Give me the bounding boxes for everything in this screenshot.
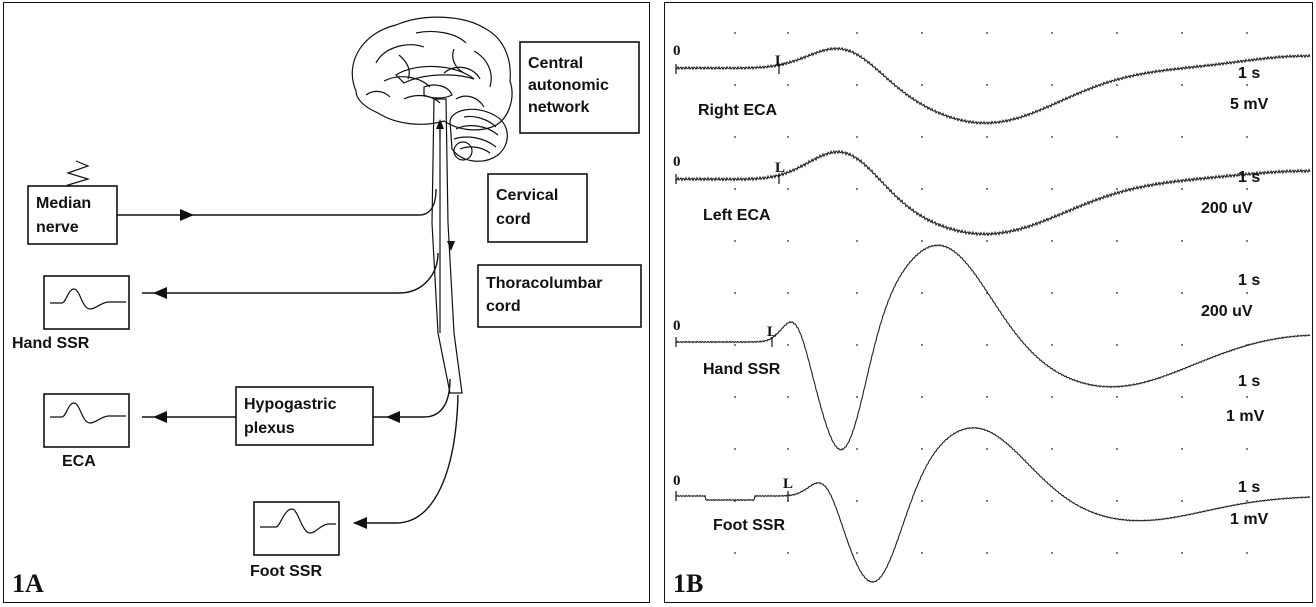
hand-ssr-trace (676, 245, 1310, 450)
cervical-label-line2: cord (496, 211, 531, 228)
recordings-plot: 0 L Right ECA 1 s 5 mV 0 L Left ECA 1 s … (665, 3, 1313, 603)
afferent-pathway (117, 189, 436, 215)
left-eca-gain-scale: 200 uV (1201, 200, 1253, 217)
spinal-cord (432, 99, 462, 393)
central-label-line2: autonomic (528, 77, 609, 94)
foot-ssr-caption: Foot SSR (250, 563, 322, 580)
panel-1a-label: 1A (12, 569, 44, 598)
left-eca-label: Left ECA (703, 207, 771, 224)
stimulus-symbol (68, 161, 88, 189)
hand-ssr-zero-marker: 0 (673, 318, 681, 334)
right-eca-time-scale: 1 s (1238, 65, 1260, 82)
eca-arrow (153, 411, 167, 423)
hypogastric-efferent-pathway (373, 379, 450, 417)
right-eca-zero-marker: 0 (673, 43, 681, 59)
left-eca-zero-marker: 0 (673, 154, 681, 170)
brain-illustration (352, 17, 512, 161)
eca-caption: ECA (62, 453, 96, 470)
hand-efferent-pathway (142, 253, 438, 293)
dotted-grid (734, 32, 1248, 554)
panel-1a: Central autonomic network Cervical cord … (3, 2, 650, 603)
foot-ssr-gain-scale: 1 mV (1230, 511, 1269, 528)
foot-efferent-arrow (353, 517, 367, 529)
foot-ssr-label: Foot SSR (713, 517, 785, 534)
hand-efferent-arrow (153, 287, 167, 299)
right-eca-label: Right ECA (698, 102, 778, 119)
right-eca-gain-scale: 5 mV (1230, 96, 1269, 113)
median-label-line2: nerve (36, 219, 79, 236)
left-eca-latency-marker: L (775, 160, 785, 176)
left-eca-trace (676, 151, 1310, 236)
hypogastric-label-line2: plexus (244, 420, 295, 437)
afferent-arrow (180, 209, 194, 221)
foot-ssr-trace (676, 427, 1310, 582)
hypogastric-label-line1: Hypogastric (244, 396, 337, 413)
central-label-line1: Central (528, 55, 583, 72)
hand-ssr-caption: Hand SSR (12, 335, 90, 352)
hypogastric-arrow (386, 411, 400, 423)
schematic-diagram: Central autonomic network Cervical cord … (4, 3, 650, 603)
central-label-line3: network (528, 99, 589, 116)
scale-time-label: 1 s (1238, 272, 1260, 289)
left-eca-time-scale: 1 s (1238, 169, 1260, 186)
thoracolumbar-label-line2: cord (486, 298, 521, 315)
thoracolumbar-label-line1: Thoracolumbar (486, 275, 602, 292)
right-eca-latency-marker: L (775, 53, 785, 69)
hand-ssr-label: Hand SSR (703, 361, 781, 378)
extra-time-label: 1 s (1238, 373, 1260, 390)
extra-gain-label: 1 mV (1226, 408, 1265, 425)
panel-1b-label: 1B (673, 569, 703, 598)
cervical-cord-box (488, 174, 587, 242)
foot-ssr-latency-marker: L (783, 476, 793, 492)
foot-ssr-zero-marker: 0 (673, 473, 681, 489)
hand-ssr-latency-marker: L (767, 324, 777, 340)
median-label-line1: Median (36, 195, 91, 212)
scale-gain-label: 200 uV (1201, 303, 1253, 320)
foot-ssr-waveform-box (254, 502, 339, 555)
foot-ssr-time-scale: 1 s (1238, 479, 1260, 496)
panel-1b: 0 L Right ECA 1 s 5 mV 0 L Left ECA 1 s … (664, 2, 1313, 603)
cervical-label-line1: Cervical (496, 187, 558, 204)
